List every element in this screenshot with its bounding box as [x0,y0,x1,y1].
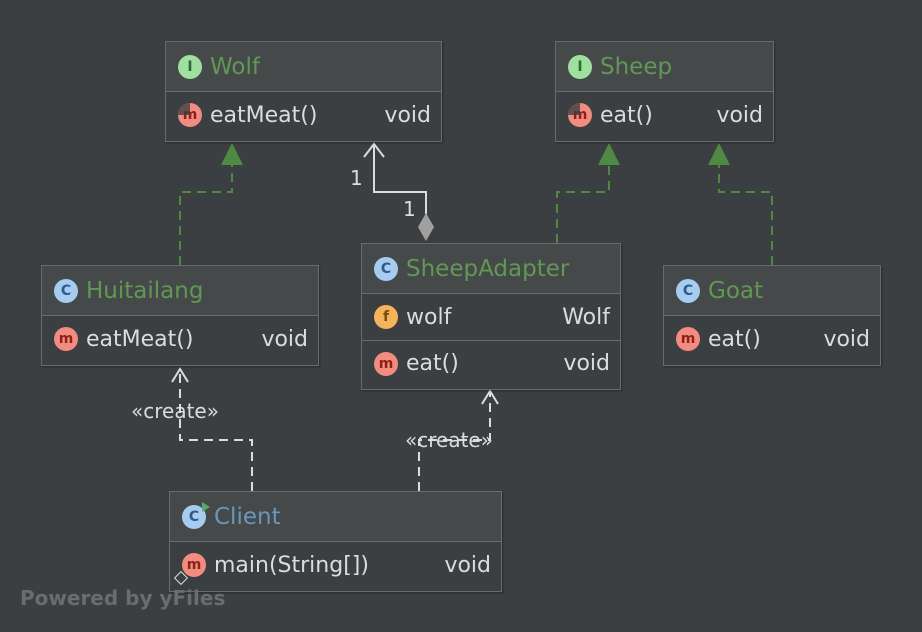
member-name: eat() [708,326,761,352]
member-name: eatMeat() [86,326,194,352]
edge-goat-implements-sheep [708,143,773,265]
method-badge-letter: m [186,557,202,573]
node-header: I Wolf [166,42,441,92]
interface-icon: I [178,54,202,79]
implements-arrowhead [598,143,620,165]
field-icon: f [374,305,398,329]
node-goat[interactable]: C Goat m eat() void [663,265,881,366]
class-icon: C [54,278,78,303]
field-name: wolf [406,304,452,330]
abstract-method-icon: m [568,103,592,127]
implements-arrowhead [221,143,243,165]
interface-icon: I [568,54,592,79]
member-row: m main(String[]) void [170,542,501,588]
member-type: void [716,102,763,128]
aggregation-diamond [418,213,434,241]
stereotype-label-create: «create» [131,399,219,423]
node-title: Goat [708,277,764,304]
open-arrowhead [171,367,189,383]
member-row: m eat() void [556,92,773,138]
open-arrowhead [363,142,385,158]
method-icon: m [676,327,700,351]
static-method-icon: m [173,553,206,586]
member-row: m eatMeat() void [166,92,441,138]
abstract-method-icon: m [178,103,202,127]
member-type: void [444,552,491,578]
node-sheepadapter[interactable]: C SheepAdapter f wolf Wolf m eat() void [361,243,621,390]
multiplicity-label: 1 [403,197,416,221]
member-type: void [384,102,431,128]
edge-client-creates-huitailang [171,367,253,491]
member-type: void [261,326,308,352]
node-title: SheepAdapter [406,255,570,282]
member-name: main(String[]) [214,552,369,578]
node-title: Wolf [210,53,260,80]
field-type: Wolf [562,304,610,330]
member-name: eat() [406,351,459,376]
member-row: m eat() void [664,316,880,362]
node-huitailang[interactable]: C Huitailang m eatMeat() void [41,265,319,366]
node-header: C SheepAdapter [362,244,620,294]
edge-huitailang-implements-wolf [179,143,243,265]
member-name: eatMeat() [210,102,318,128]
member-row: m eat() void [362,340,620,386]
node-client[interactable]: C Client m main(String[]) void [169,491,502,592]
member-type: void [823,326,870,352]
method-icon: m [54,327,78,351]
run-marker-icon [202,501,210,512]
member-row: m eatMeat() void [42,316,318,362]
node-title: Sheep [600,53,673,80]
static-marker-icon [173,570,189,586]
node-header: C Goat [664,266,880,316]
field-row: f wolf Wolf [362,294,620,340]
edge-client-creates-sheepadapter [418,389,499,491]
runnable-class-icon: C [182,501,210,529]
node-header: C Huitailang [42,266,318,316]
edge-sheepadapter-implements-sheep [556,143,620,243]
stereotype-label-create: «create» [405,428,493,452]
open-arrowhead [481,389,499,405]
class-icon: C [676,278,700,303]
member-type: void [563,351,610,376]
watermark: Powered by yFiles [20,586,226,610]
class-badge-letter: C [188,508,200,525]
node-wolf[interactable]: I Wolf m eatMeat() void [165,41,442,142]
node-title: Huitailang [86,277,204,304]
node-sheep[interactable]: I Sheep m eat() void [555,41,774,142]
edge-sheepadapter-aggregates-wolf [363,142,434,241]
node-header: I Sheep [556,42,773,92]
member-name: eat() [600,102,653,128]
implements-arrowhead [708,143,730,165]
multiplicity-label: 1 [350,166,363,190]
node-header: C Client [170,492,501,542]
method-icon: m [374,351,398,376]
class-icon: C [374,256,398,281]
node-title: Client [214,503,281,530]
